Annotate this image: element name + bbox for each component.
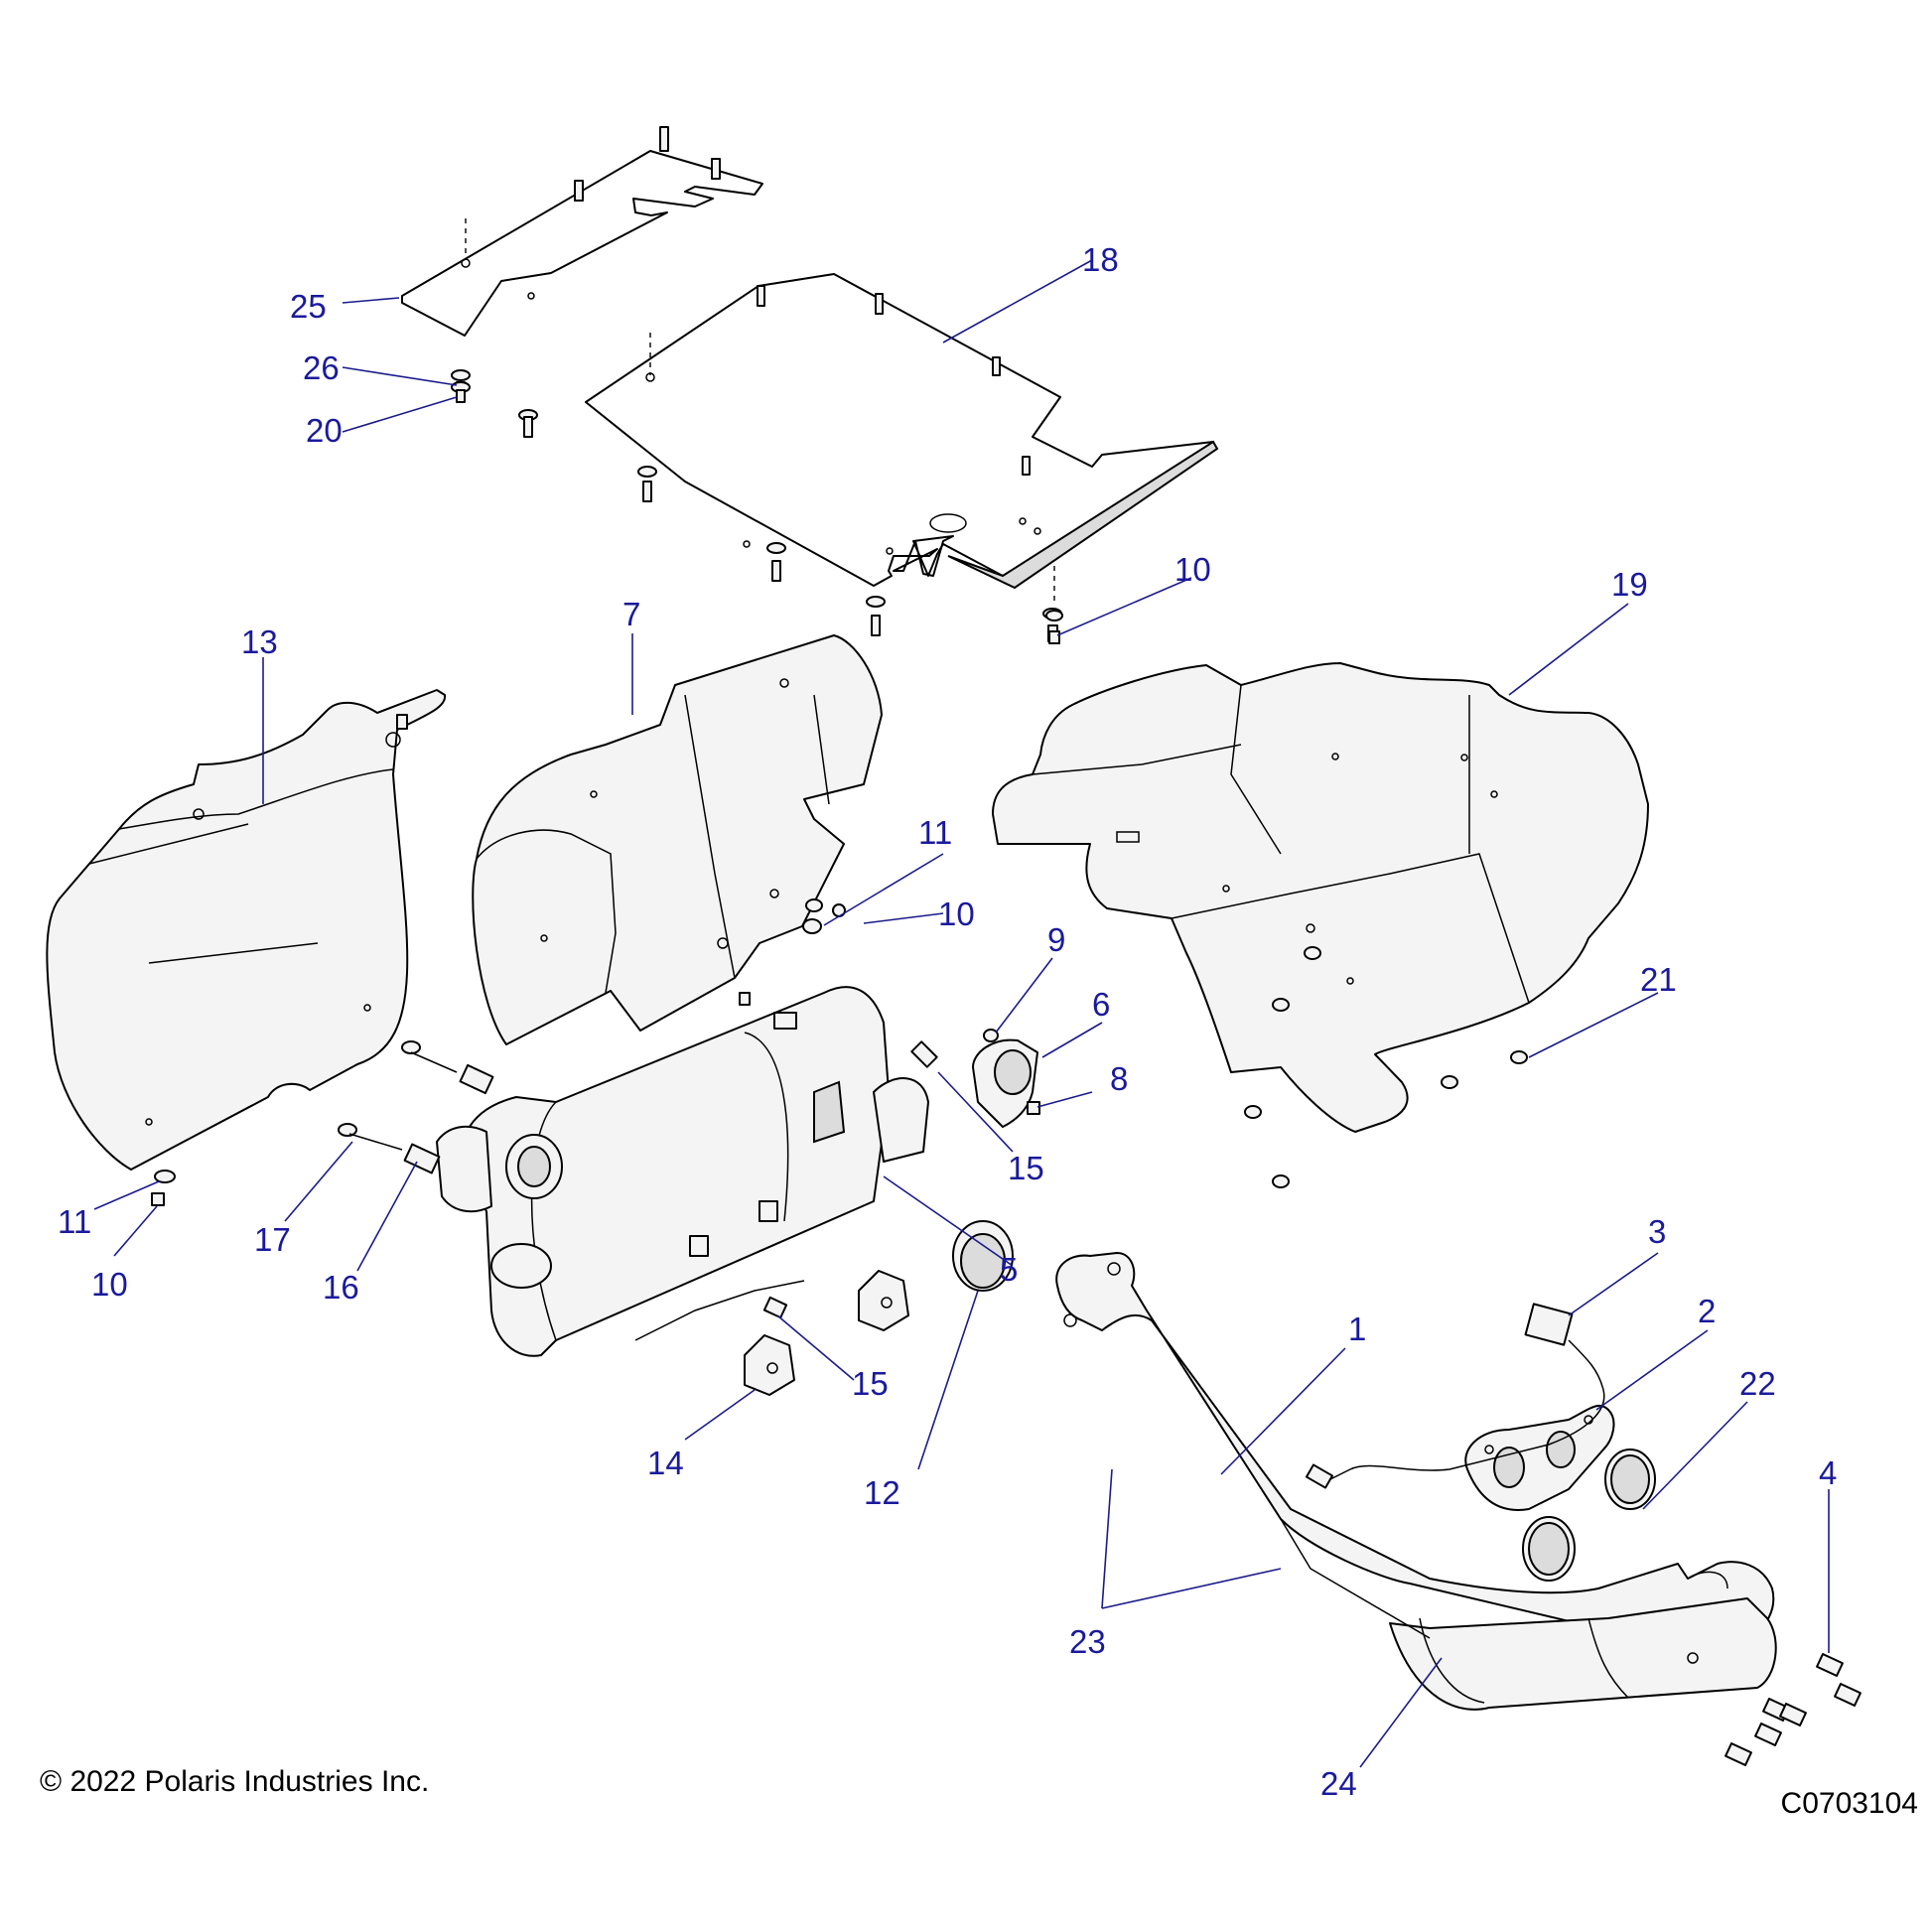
part-13-heat-shield bbox=[46, 689, 447, 1171]
callout-15-lower: 15 bbox=[852, 1365, 889, 1402]
callout-18: 18 bbox=[1082, 241, 1119, 278]
callout-11-left: 11 bbox=[58, 1203, 91, 1240]
part-7-heat-shield bbox=[472, 634, 883, 1045]
part-21-push-rivets bbox=[1244, 1050, 1528, 1188]
callout-10-top: 10 bbox=[1174, 551, 1211, 588]
callout-8: 8 bbox=[1110, 1060, 1128, 1097]
callout-15-upper: 15 bbox=[1008, 1150, 1044, 1186]
callout-3: 3 bbox=[1648, 1213, 1666, 1250]
copyright-notice: © 2022 Polaris Industries Inc. bbox=[40, 1765, 430, 1798]
callout-22: 22 bbox=[1739, 1365, 1776, 1402]
part-22-clamps bbox=[1522, 1449, 1656, 1582]
part-12-exhaust-ring bbox=[952, 1220, 1014, 1292]
springs-and-bolts bbox=[338, 1040, 938, 1319]
callout-7: 7 bbox=[622, 596, 640, 632]
callout-19: 19 bbox=[1611, 566, 1648, 603]
small-fasteners bbox=[151, 381, 1063, 1206]
callout-26: 26 bbox=[303, 349, 340, 386]
callout-25: 25 bbox=[290, 288, 327, 325]
callout-6: 6 bbox=[1092, 986, 1110, 1023]
callout-23: 23 bbox=[1069, 1623, 1106, 1660]
callout-1: 1 bbox=[1348, 1311, 1366, 1347]
drawing-id: C0703104 bbox=[1780, 1787, 1918, 1820]
part-1-head-pipe bbox=[1055, 1252, 1777, 1711]
callout-10-left: 10 bbox=[91, 1266, 128, 1303]
callout-17: 17 bbox=[254, 1221, 291, 1258]
part-6-exhaust-tip bbox=[972, 1038, 1038, 1128]
part-25-heat-shield-plate bbox=[401, 126, 763, 337]
part-3-o2-sensor bbox=[1305, 1303, 1605, 1489]
callout-5: 5 bbox=[1000, 1251, 1018, 1288]
callout-labels: 25 26 20 18 10 13 7 19 11 10 9 6 8 21 15… bbox=[58, 241, 1837, 1802]
part-14-rubber-mounts bbox=[744, 1270, 909, 1396]
callout-13: 13 bbox=[241, 623, 278, 660]
callout-11-mid: 11 bbox=[918, 814, 952, 851]
part-4-bolts bbox=[1725, 1653, 1862, 1766]
callout-21: 21 bbox=[1640, 961, 1677, 998]
part-5-muffler bbox=[436, 986, 929, 1357]
callout-9: 9 bbox=[1047, 921, 1065, 958]
part-19-heat-shield bbox=[992, 662, 1649, 1133]
callout-2: 2 bbox=[1698, 1293, 1716, 1329]
callout-4: 4 bbox=[1819, 1454, 1837, 1491]
callout-12: 12 bbox=[864, 1474, 900, 1511]
callout-10-mid: 10 bbox=[938, 896, 975, 932]
callout-20: 20 bbox=[306, 412, 343, 449]
leader-lines bbox=[93, 259, 1830, 1768]
callout-24: 24 bbox=[1320, 1765, 1357, 1802]
part-18-heat-shield-plate bbox=[585, 273, 1219, 606]
callout-16: 16 bbox=[323, 1269, 359, 1306]
callout-14: 14 bbox=[647, 1445, 684, 1481]
